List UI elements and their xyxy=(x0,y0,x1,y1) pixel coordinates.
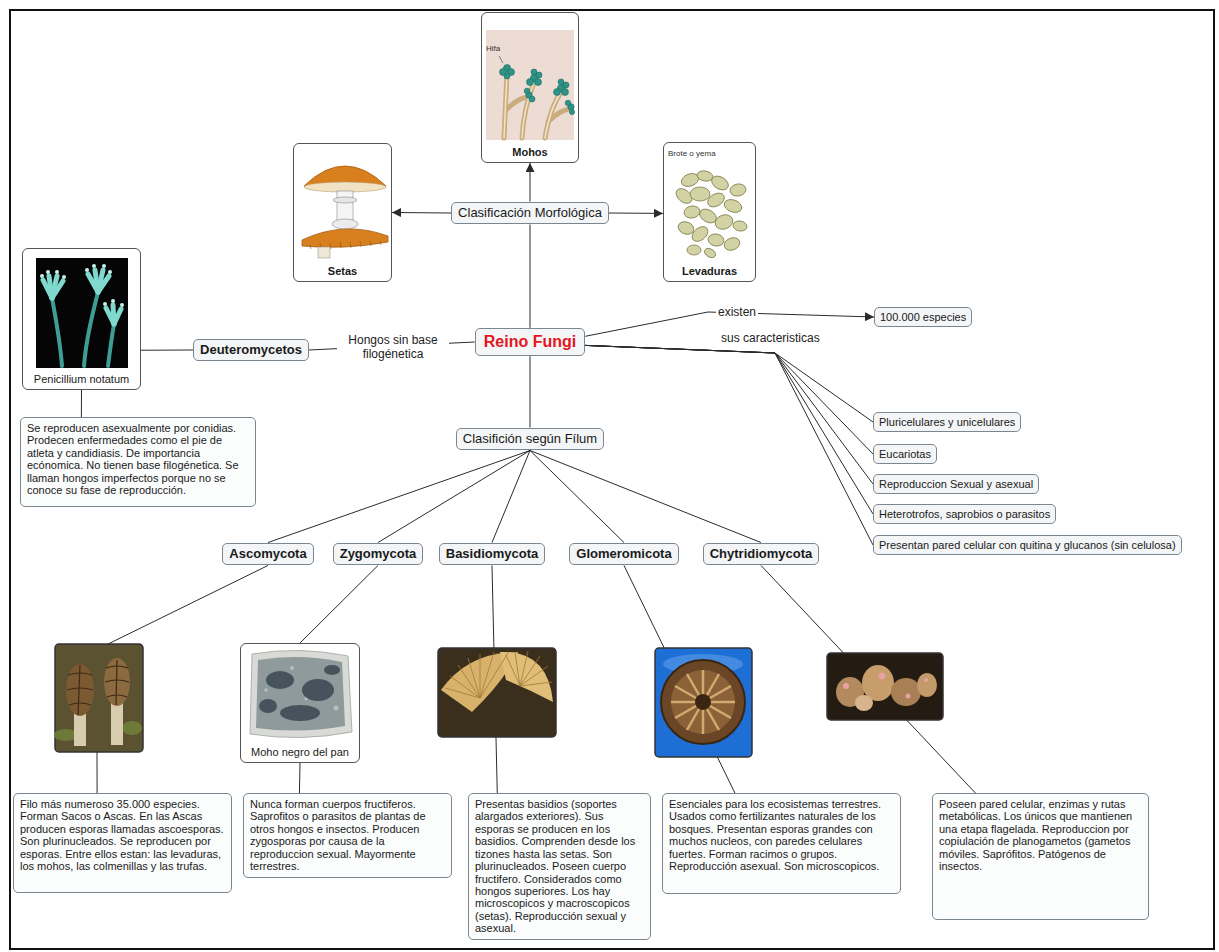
node-text: Presentan pared celular con quitina y gl… xyxy=(879,539,1176,552)
connector xyxy=(141,350,193,351)
spore-illustration xyxy=(655,648,752,757)
node-text: Clasifición según Fílum xyxy=(463,432,597,447)
image-card: Penicillium notatum xyxy=(22,248,141,390)
node-text: Basidiomycota xyxy=(446,547,538,562)
part-label: Hifa xyxy=(486,44,500,53)
node-text: Moho negro del pan xyxy=(251,746,349,759)
connector xyxy=(299,763,301,793)
node-text: Setas xyxy=(328,265,357,278)
connector xyxy=(492,450,530,542)
node-text: Glomeromicota xyxy=(576,547,671,562)
connector xyxy=(392,212,451,214)
phylum-box: Zygomycota xyxy=(333,543,424,566)
connector xyxy=(530,450,624,542)
connector xyxy=(378,450,530,542)
node-text: Nunca forman cuerpos fructiferos. Saprof… xyxy=(250,798,445,873)
branch-label: sus caracteristicas xyxy=(719,331,822,345)
node-text: Reino Fungi xyxy=(484,333,576,351)
description-box: Filo más numeroso 35.000 especies. Forma… xyxy=(13,793,232,893)
node-text: Levaduras xyxy=(682,265,737,278)
connector xyxy=(268,450,530,542)
node-text: Penicillium notatum xyxy=(34,373,129,386)
node-text: Heterotrofos, saprobios o parasitos xyxy=(879,508,1050,521)
node-text: 100.000 especies xyxy=(880,311,966,324)
node-text: Zygomycota xyxy=(340,547,417,562)
connector xyxy=(585,345,873,454)
connector xyxy=(300,565,378,643)
phylum-box: Ascomycota xyxy=(222,543,313,566)
connector xyxy=(585,345,873,514)
connector xyxy=(81,390,82,417)
value-box: 100.000 especies xyxy=(874,307,972,328)
feature-box: Presentan pared celular con quitina y gl… xyxy=(873,535,1182,556)
connector xyxy=(761,565,975,793)
image-card: Mohos xyxy=(481,12,579,163)
description-box: Se reproducen asexualmente por conidias.… xyxy=(20,417,256,507)
description-box: Poseen pared celular, enzimas y rutas me… xyxy=(932,793,1149,920)
node-text: Se reproducen asexualmente por conidias.… xyxy=(27,422,249,497)
description-box: Esenciales para los ecosistemas terrestr… xyxy=(662,793,901,894)
feature-box: Pluricelulares y unicelulares xyxy=(873,412,1021,433)
node-text: Filo más numeroso 35.000 especies. Forma… xyxy=(20,798,225,873)
phylum-box: Glomeromicota xyxy=(569,543,678,566)
feature-box: Heterotrofos, saprobios o parasitos xyxy=(873,504,1056,525)
part-label: Brote o yema xyxy=(668,149,716,158)
root-concept: Reino Fungi xyxy=(475,328,585,356)
node-text: Reproduccion Sexual y asexual xyxy=(879,478,1033,491)
node-text: Chytridiomycota xyxy=(710,547,813,562)
edge-label: Hongos sin base filogénetica xyxy=(337,333,449,361)
node-text: Pluricelulares y unicelulares xyxy=(879,416,1015,429)
edge-label: existen xyxy=(716,305,758,319)
bread-mold-illustration xyxy=(240,643,360,763)
morel-illustration xyxy=(54,644,143,752)
node-text: Mohos xyxy=(512,146,547,159)
concept-box: Deuteromycetos xyxy=(193,339,309,362)
yeast-illustration xyxy=(663,142,756,282)
image-card: Moho negro del pan xyxy=(240,643,360,763)
image-card: Levaduras xyxy=(663,142,756,282)
feature-box: Reproduccion Sexual y asexual xyxy=(873,474,1039,495)
connector xyxy=(530,163,531,202)
mushroom-illustration xyxy=(293,143,392,282)
connector xyxy=(529,356,530,427)
phylum-box: Chytridiomycota xyxy=(703,543,820,566)
node-text: Ascomycota xyxy=(229,547,306,562)
connector xyxy=(530,450,761,542)
mold-illustration xyxy=(481,12,579,163)
node-text: Presentas basidios (soportes alargados e… xyxy=(475,798,644,935)
feature-box: Eucariotas xyxy=(873,444,937,465)
concept-box: Clasificación Morfológica xyxy=(451,202,609,225)
node-text: Eucariotas xyxy=(879,448,931,461)
phylum-box: Basidiomycota xyxy=(439,543,545,566)
node-text: Deuteromycetos xyxy=(200,343,302,358)
connector xyxy=(585,345,873,422)
description-box: Nunca forman cuerpos fructiferos. Saprof… xyxy=(243,793,452,878)
concept-box: Clasifición según Fílum xyxy=(456,428,604,451)
connector xyxy=(609,213,663,214)
page-frame xyxy=(10,10,1214,949)
gill-illustration xyxy=(438,648,556,737)
node-text: Esenciales para los ecosistemas terrestr… xyxy=(669,798,894,873)
connector xyxy=(585,345,873,484)
penicillium-illustration xyxy=(22,248,141,390)
node-text: Clasificación Morfológica xyxy=(458,206,602,221)
chytrid-illustration xyxy=(827,653,943,720)
connector xyxy=(530,224,531,327)
node-text: Poseen pared celular, enzimas y rutas me… xyxy=(939,798,1142,873)
image-card: Setas xyxy=(293,143,392,282)
description-box: Presentas basidios (soportes alargados e… xyxy=(468,793,651,940)
connector xyxy=(585,345,873,545)
